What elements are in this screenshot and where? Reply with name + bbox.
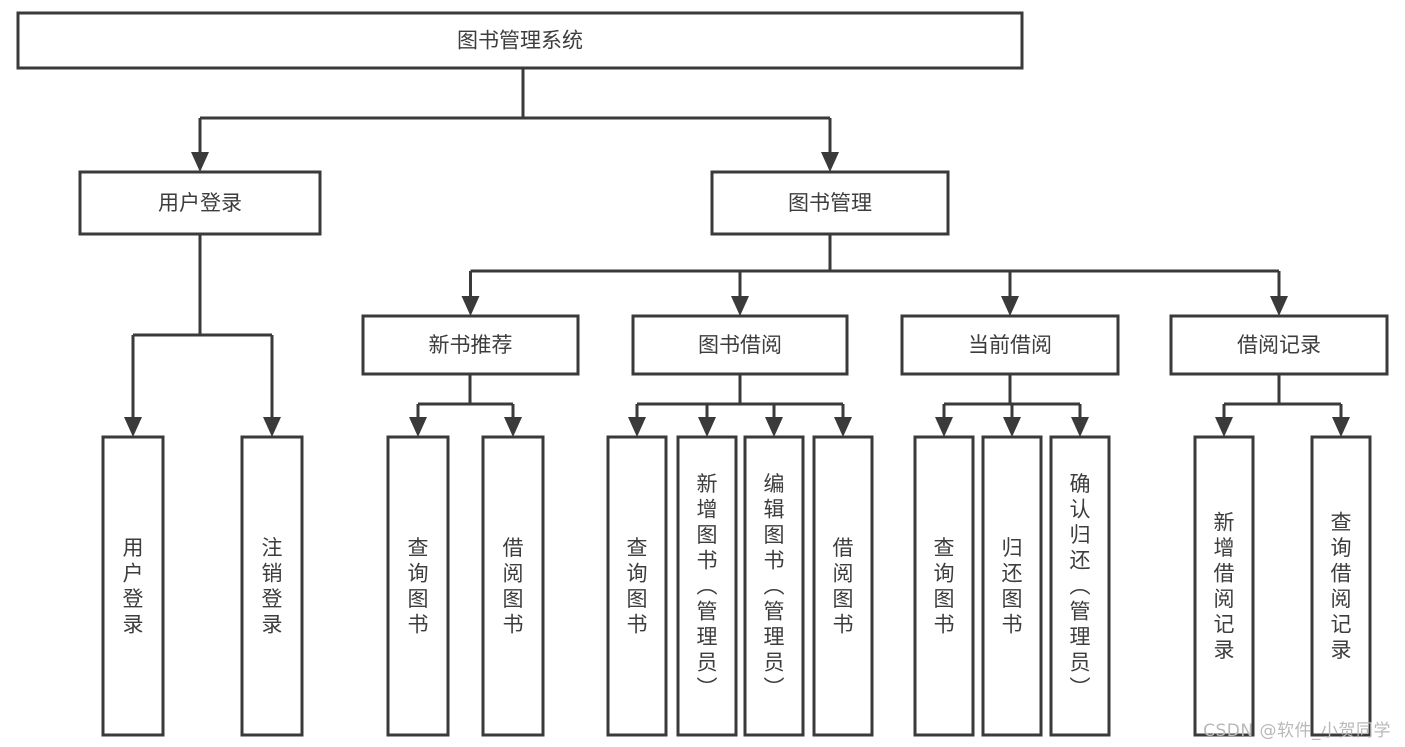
node-label-leaf-add-book: 新增图书︵管理员︶ (697, 472, 718, 700)
node-label-leaf-user-login: 用户登录 (123, 536, 144, 637)
arrow-head-icon (1001, 296, 1019, 316)
node-leaf-query-borrow-record[interactable]: 查询借阅记录 (1310, 435, 1372, 737)
node-box-leaf-borrow-book-1[interactable] (481, 435, 545, 737)
node-box-new-book-recommend[interactable] (361, 314, 580, 376)
node-box-root[interactable] (16, 11, 1024, 70)
node-box-user-login[interactable] (78, 170, 322, 236)
node-box-leaf-query-book-1[interactable] (386, 435, 450, 737)
arrow-head-icon (1003, 417, 1021, 437)
connector-group-book-borrow (628, 374, 852, 437)
node-box-leaf-query-borrow-record[interactable] (1310, 435, 1372, 737)
node-book-borrow[interactable]: 图书借阅 (631, 314, 849, 376)
node-box-book-management[interactable] (710, 170, 950, 236)
arrow-head-icon (1332, 417, 1350, 437)
connector-group-user-login (124, 234, 281, 437)
node-label-current-borrow: 当前借阅 (968, 333, 1052, 357)
arrow-head-icon (263, 417, 281, 437)
connector-group-book-management (461, 234, 1288, 316)
node-leaf-add-book[interactable]: 新增图书︵管理员︶ (676, 435, 738, 737)
node-leaf-query-book-2[interactable]: 查询图书 (606, 435, 668, 737)
node-root[interactable]: 图书管理系统 (16, 11, 1024, 70)
arrow-head-icon (628, 417, 646, 437)
node-label-leaf-borrow-book-2: 借阅图书 (833, 536, 854, 637)
node-leaf-query-book-1[interactable]: 查询图书 (386, 435, 450, 737)
node-label-book-borrow: 图书借阅 (698, 333, 782, 357)
connector-group-borrow-record (1215, 374, 1350, 437)
arrow-head-icon (765, 417, 783, 437)
nodes-layer: 图书管理系统用户登录图书管理新书推荐图书借阅当前借阅借阅记录用户登录注销登录查询… (16, 11, 1389, 737)
node-book-management[interactable]: 图书管理 (710, 170, 950, 236)
node-label-new-book-recommend: 新书推荐 (429, 333, 513, 357)
arrow-head-icon (731, 296, 749, 316)
connector-group-current-borrow (935, 374, 1089, 437)
arrow-head-icon (1071, 417, 1089, 437)
node-box-leaf-return-book[interactable] (981, 435, 1043, 737)
node-label-leaf-return-book: 归还图书 (1002, 536, 1023, 637)
arrow-head-icon (698, 417, 716, 437)
node-borrow-record[interactable]: 借阅记录 (1169, 314, 1389, 376)
node-leaf-query-book-3[interactable]: 查询图书 (913, 435, 975, 737)
node-current-borrow[interactable]: 当前借阅 (900, 314, 1120, 376)
node-leaf-edit-book[interactable]: 编辑图书︵管理员︶ (743, 435, 805, 737)
arrow-head-icon (504, 417, 522, 437)
node-label-leaf-user-logout: 注销登录 (262, 536, 283, 637)
node-leaf-return-book[interactable]: 归还图书 (981, 435, 1043, 737)
connector-group-new-book-recommend (409, 374, 522, 437)
node-label-leaf-query-book-2: 查询图书 (627, 536, 648, 637)
node-leaf-add-borrow-record[interactable]: 新增借阅记录 (1193, 435, 1255, 737)
arrow-head-icon (409, 417, 427, 437)
arrow-head-icon (834, 417, 852, 437)
node-box-leaf-borrow-book-2[interactable] (812, 435, 874, 737)
node-leaf-user-logout[interactable]: 注销登录 (240, 435, 304, 737)
node-label-leaf-borrow-book-1: 借阅图书 (503, 536, 524, 637)
node-label-leaf-query-borrow-record: 查询借阅记录 (1331, 510, 1352, 662)
node-box-leaf-add-book[interactable] (676, 435, 738, 737)
node-new-book-recommend[interactable]: 新书推荐 (361, 314, 580, 376)
node-leaf-user-login[interactable]: 用户登录 (101, 435, 165, 737)
node-box-book-borrow[interactable] (631, 314, 849, 376)
node-label-leaf-edit-book: 编辑图书︵管理员︶ (764, 472, 785, 700)
arrow-head-icon (1270, 296, 1288, 316)
node-box-leaf-user-logout[interactable] (240, 435, 304, 737)
node-box-leaf-edit-book[interactable] (743, 435, 805, 737)
arrow-head-icon (821, 152, 839, 172)
node-box-current-borrow[interactable] (900, 314, 1120, 376)
arrow-head-icon (124, 417, 142, 437)
arrow-head-icon (191, 152, 209, 172)
node-label-leaf-confirm-return: 确认归还︵管理员︶ (1070, 472, 1091, 700)
node-leaf-borrow-book-1[interactable]: 借阅图书 (481, 435, 545, 737)
arrow-head-icon (461, 296, 480, 316)
node-box-leaf-query-book-2[interactable] (606, 435, 668, 737)
node-label-user-login: 用户登录 (158, 191, 242, 215)
node-box-leaf-user-login[interactable] (101, 435, 165, 737)
node-label-leaf-query-book-1: 查询图书 (408, 536, 429, 637)
node-label-leaf-query-book-3: 查询图书 (934, 536, 955, 637)
node-label-book-management: 图书管理 (788, 191, 872, 215)
node-leaf-borrow-book-2[interactable]: 借阅图书 (812, 435, 874, 737)
node-box-leaf-query-book-3[interactable] (913, 435, 975, 737)
node-leaf-confirm-return[interactable]: 确认归还︵管理员︶ (1049, 435, 1111, 737)
arrow-head-icon (935, 417, 953, 437)
node-box-borrow-record[interactable] (1169, 314, 1389, 376)
node-box-leaf-add-borrow-record[interactable] (1193, 435, 1255, 737)
node-user-login[interactable]: 用户登录 (78, 170, 322, 236)
node-box-leaf-confirm-return[interactable] (1049, 435, 1111, 737)
connector-group-root (191, 68, 839, 172)
node-label-root: 图书管理系统 (457, 29, 583, 53)
node-label-leaf-add-borrow-record: 新增借阅记录 (1214, 510, 1235, 662)
node-label-borrow-record: 借阅记录 (1237, 333, 1321, 357)
arrow-head-icon (1215, 417, 1233, 437)
connectors-layer (124, 68, 1350, 437)
